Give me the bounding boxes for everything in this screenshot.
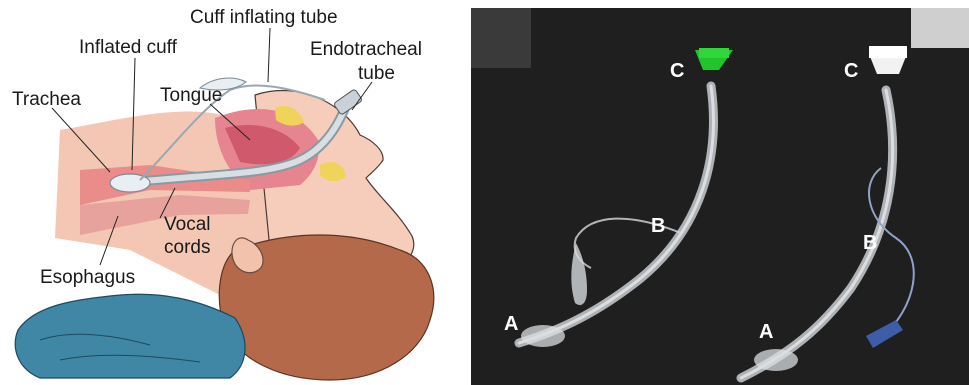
corner-object — [471, 8, 531, 68]
label-vocal-line1: Vocal — [164, 215, 210, 235]
left-label-c: C — [670, 60, 684, 83]
intubation-illustration: Cuff inflating tube Inflated cuff Endotr… — [0, 0, 462, 385]
label-trachea: Trachea — [12, 90, 81, 110]
right-label-a: A — [759, 321, 773, 344]
right-tube-cuff — [754, 349, 798, 371]
label-endotracheal-line2: tube — [358, 64, 395, 84]
label-inflated-cuff: Inflated cuff — [79, 38, 177, 58]
left-label-a: A — [504, 313, 518, 336]
right-label-b: B — [863, 232, 877, 255]
label-cuff-inflating-tube: Cuff inflating tube — [190, 8, 338, 28]
label-tongue: Tongue — [160, 86, 222, 106]
endotracheal-tubes-photo: A B C A B C — [471, 8, 969, 385]
label-endotracheal-line1: Endotracheal — [310, 40, 422, 60]
right-label-c: C — [844, 60, 858, 83]
right-tube-connector-top — [869, 46, 907, 58]
left-tube-connector-top — [699, 48, 729, 58]
photo-scene — [471, 8, 969, 385]
label-esophagus: Esophagus — [40, 268, 135, 288]
left-label-b: B — [651, 215, 665, 238]
corner-object-right — [911, 8, 969, 48]
pillow — [15, 294, 245, 378]
label-vocal-line2: cords — [164, 238, 210, 258]
left-tube-cuff — [521, 325, 565, 347]
